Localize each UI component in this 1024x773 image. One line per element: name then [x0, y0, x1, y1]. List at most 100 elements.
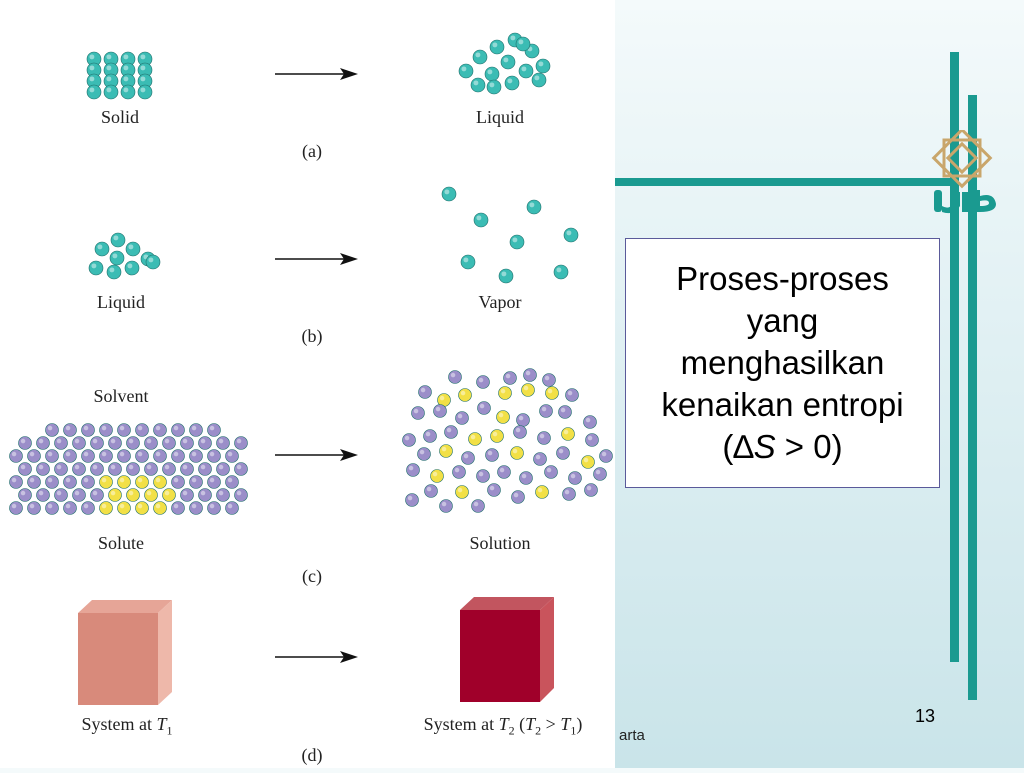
solvent-particle-highlight	[564, 489, 570, 495]
solvent-particle	[144, 462, 158, 476]
solvent-particle-highlight	[586, 485, 592, 491]
solvent-particle	[225, 475, 239, 489]
solvent-particle	[455, 411, 469, 425]
solvent-particle	[81, 423, 95, 437]
solid-particle	[120, 84, 136, 100]
solvent-particle	[542, 373, 556, 387]
vapor-particle	[526, 199, 542, 215]
solute-particle	[468, 432, 482, 446]
solvent-particle	[54, 488, 68, 502]
vapor-particle-highlight	[463, 257, 469, 263]
label-prefix: System at	[423, 714, 499, 734]
solvent-particle-highlight	[56, 490, 62, 496]
solute-particle-highlight	[128, 490, 134, 496]
solvent-particle-highlight	[191, 503, 197, 509]
solvent-particle	[162, 462, 176, 476]
solvent-particle	[424, 484, 438, 498]
solvent-particle-highlight	[408, 465, 414, 471]
solvent-particle	[189, 475, 203, 489]
solute-particle-highlight	[523, 385, 529, 391]
solvent-particle-highlight	[128, 464, 134, 470]
solute-particle-highlight	[470, 434, 476, 440]
liquid-particle-highlight	[503, 57, 509, 63]
liquid-particle-highlight	[521, 66, 527, 72]
solvent-particle	[207, 501, 221, 515]
solvent-particle	[189, 501, 203, 515]
solvent-particle-highlight	[595, 469, 601, 475]
solvent-particle-highlight	[110, 438, 116, 444]
solvent-particle	[171, 475, 185, 489]
caption-c: (c)	[302, 566, 322, 586]
solid-particle-highlight	[106, 65, 112, 71]
solvent-particle-highlight	[413, 408, 419, 414]
solvent-particle	[503, 371, 517, 385]
solvent-particle-highlight	[92, 438, 98, 444]
university-logo-icon	[931, 130, 996, 214]
solvent-particle-highlight	[473, 501, 479, 507]
solid-particle-highlight	[140, 76, 146, 82]
solvent-particle	[583, 415, 597, 429]
solvent-particle	[72, 436, 86, 450]
liquid-particle-highlight	[489, 82, 495, 88]
solvent-particle-highlight	[420, 387, 426, 393]
solvent-particle	[539, 404, 553, 418]
solvent-particle	[234, 436, 248, 450]
solvent-particle-highlight	[457, 413, 463, 419]
solvent-particle	[544, 465, 558, 479]
solvent-particle	[126, 462, 140, 476]
solvent-particle	[516, 413, 530, 427]
solvent-particle	[45, 423, 59, 437]
solute-particle-highlight	[460, 390, 466, 396]
solvent-particle-highlight	[191, 477, 197, 483]
solvent-particle-highlight	[83, 503, 89, 509]
solvent-particle	[108, 436, 122, 450]
solvent-particle	[198, 436, 212, 450]
solvent-particle-highlight	[164, 464, 170, 470]
liquid-particle-highlight	[109, 267, 115, 273]
liquid-particle	[145, 254, 161, 270]
liquid-particle	[94, 241, 110, 257]
solvent-particle-highlight	[425, 431, 431, 437]
solvent-particle-highlight	[587, 435, 593, 441]
solvent-particle-highlight	[173, 425, 179, 431]
solvent-particle-highlight	[560, 407, 566, 413]
solvent-particle-highlight	[546, 467, 552, 473]
solute-particle	[455, 485, 469, 499]
solvent-particle-highlight	[137, 425, 143, 431]
label-sub: 2	[535, 723, 542, 738]
solute-particle	[581, 455, 595, 469]
solvent-particle	[585, 433, 599, 447]
solute-particle	[458, 388, 472, 402]
solvent-particle	[54, 436, 68, 450]
solvent-particle-highlight	[83, 477, 89, 483]
vapor-particle	[563, 227, 579, 243]
solid-particle-highlight	[89, 54, 95, 60]
solvent-particle-highlight	[47, 425, 53, 431]
solute-particle	[135, 475, 149, 489]
solvent-particle-highlight	[426, 486, 432, 492]
solute-particle	[535, 485, 549, 499]
solvent-particle-highlight	[119, 451, 125, 457]
solute-particle-highlight	[432, 471, 438, 477]
solid-particle-highlight	[106, 87, 112, 93]
solvent-particle	[433, 404, 447, 418]
solid-particle-highlight	[89, 87, 95, 93]
label-liquid-b: Liquid	[97, 292, 145, 312]
solute-particle	[561, 427, 575, 441]
solid-particle-highlight	[106, 54, 112, 60]
label-solid: Solid	[100, 107, 140, 127]
right-arrow-icon	[275, 253, 358, 265]
label-paren: )	[576, 714, 583, 734]
caption-d: (d)	[301, 745, 323, 765]
solute-particle-highlight	[101, 503, 107, 509]
solvent-particle-highlight	[47, 451, 53, 457]
solute-particle-highlight	[155, 503, 161, 509]
solvent-particle	[189, 423, 203, 437]
solvent-particle	[63, 475, 77, 489]
solvent-particle-highlight	[101, 451, 107, 457]
solvent-particle-highlight	[65, 503, 71, 509]
solvent-particle-highlight	[92, 464, 98, 470]
solvent-particle-highlight	[479, 403, 485, 409]
label-op: >	[541, 714, 561, 734]
solvent-particle	[523, 368, 537, 382]
